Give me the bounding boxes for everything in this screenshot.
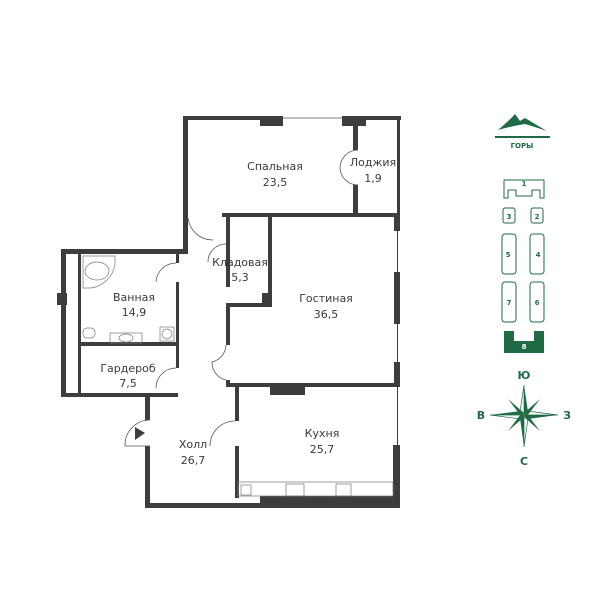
building-5: [501, 233, 517, 275]
room-name: Кладовая: [212, 256, 268, 269]
building-1: [503, 179, 545, 199]
svg-text:7: 7: [507, 299, 512, 307]
door-arc-pantry: [207, 243, 227, 263]
door-arc-kitchen: [209, 420, 236, 447]
room-area: 1,9: [364, 172, 382, 185]
building-6: [529, 281, 545, 323]
compass-south: Ю: [518, 369, 531, 382]
room-name: Ванная: [113, 291, 155, 304]
kitchen-counter: [237, 481, 394, 497]
bathtub-icon: [82, 255, 116, 289]
logo-text: ГОРЫ: [511, 142, 534, 150]
compass-west: В: [477, 409, 485, 422]
building-8-selected: [504, 331, 544, 353]
walls: [57, 116, 401, 508]
door-arc-living: [211, 344, 227, 381]
room-area: 26,7: [181, 454, 206, 467]
room-area: 23,5: [263, 176, 288, 189]
svg-text:8: 8: [522, 343, 527, 351]
building-2: [530, 207, 544, 224]
svg-text:2: 2: [535, 213, 540, 221]
svg-text:6: 6: [535, 299, 540, 307]
door-arc-bathroom: [155, 262, 177, 283]
door-arc-wardrobe: [155, 367, 177, 389]
door-arc-bedroom: [187, 217, 214, 241]
svg-text:5: 5: [506, 251, 511, 259]
compass-north: С: [520, 455, 528, 468]
entrance-arrow-icon: [135, 427, 145, 440]
room-area: 36,5: [314, 308, 339, 321]
room-name: Спальная: [247, 160, 303, 173]
sink-icon: [118, 333, 134, 343]
logo: ГОРЫ: [495, 114, 550, 150]
room-area: 25,7: [310, 443, 335, 456]
room-name: Гостиная: [299, 292, 353, 305]
room-name: Лоджия: [350, 156, 396, 169]
room-area: 5,3: [231, 271, 249, 284]
entrance-door-arc: [124, 419, 151, 447]
door-arc-loggia: [339, 149, 359, 186]
washing-machine-icon: [159, 326, 175, 342]
compass: Ю С В З: [477, 369, 571, 468]
sink-counter-icon: [109, 332, 143, 344]
bathtub-basin-icon: [84, 261, 110, 281]
room-name: Кухня: [305, 427, 340, 440]
room-name: Холл: [179, 438, 207, 451]
svg-text:3: 3: [507, 213, 512, 221]
building-7: [501, 281, 517, 323]
svg-text:4: 4: [536, 251, 541, 259]
room-name: Гардероб: [100, 362, 156, 375]
stove-icon: [285, 483, 305, 497]
mountains-logo-icon: [498, 114, 547, 131]
kitchen-sink-icon: [240, 484, 252, 496]
doors: [124, 117, 359, 447]
site-plan: 1 2 3 4 5 6 7 8: [501, 179, 545, 353]
building-4: [529, 233, 545, 275]
fridge-icon: [335, 483, 352, 497]
svg-text:1: 1: [522, 180, 527, 188]
compass-east: З: [563, 409, 571, 422]
building-3: [502, 207, 516, 224]
room-area: 7,5: [119, 377, 137, 390]
fixtures: [82, 255, 394, 497]
room-labels: Спальная 23,5 Лоджия 1,9 Кладовая 5,3 Ва…: [100, 156, 396, 467]
room-area: 14,9: [122, 306, 147, 319]
toilet-icon: [82, 327, 96, 339]
